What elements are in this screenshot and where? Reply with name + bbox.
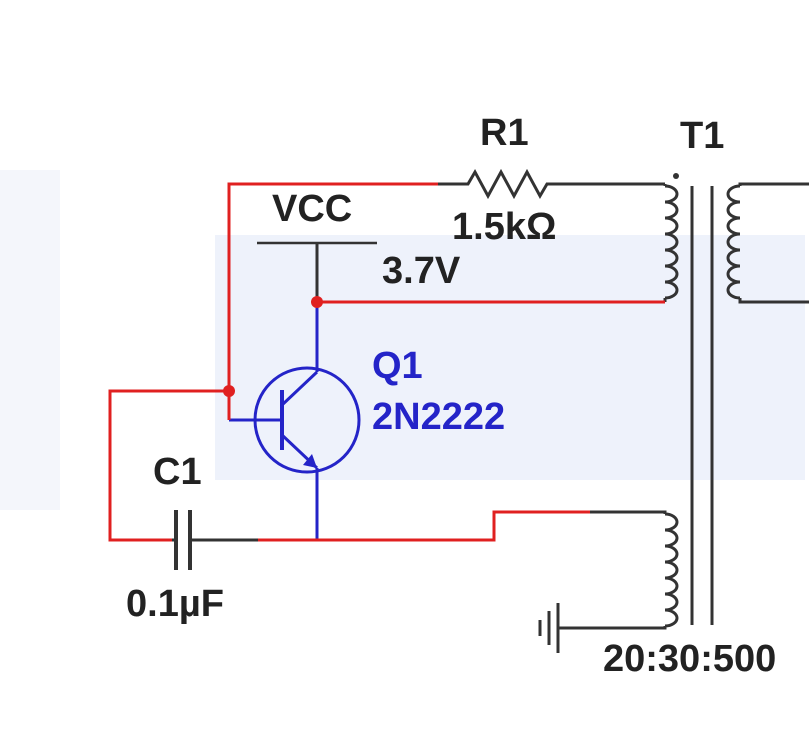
vcc-ref-label: VCC <box>272 188 353 230</box>
c1-value-label: 0.1µF <box>126 583 224 625</box>
transformer-dot <box>673 173 679 179</box>
wire-vcc-rail <box>227 182 438 391</box>
q1-part-label: 2N2222 <box>372 396 506 438</box>
vcc-value-label: 3.7V <box>382 250 461 292</box>
transformer-core <box>690 186 714 625</box>
transistor-q1 <box>229 302 361 540</box>
r1-value-label: 1.5kΩ <box>452 206 557 248</box>
t1-ref-label: T1 <box>680 115 725 157</box>
q1-ref-label: Q1 <box>372 345 423 387</box>
r1-ref-label: R1 <box>480 112 529 154</box>
capacitor-c1 <box>172 510 258 570</box>
ground-symbol <box>538 603 560 653</box>
wire-emitter <box>258 510 590 542</box>
c1-ref-label: C1 <box>153 451 202 493</box>
t1-ratio-label: 20:30:500 <box>603 638 777 680</box>
transformer-primary-coil <box>663 184 679 302</box>
transformer-secondary-coil <box>726 182 809 304</box>
transformer-tertiary-coil <box>558 510 679 630</box>
junction-base <box>223 385 235 397</box>
wire-feedback-left <box>108 389 229 542</box>
resistor-r1 <box>438 168 665 200</box>
junction-collector <box>311 296 323 308</box>
